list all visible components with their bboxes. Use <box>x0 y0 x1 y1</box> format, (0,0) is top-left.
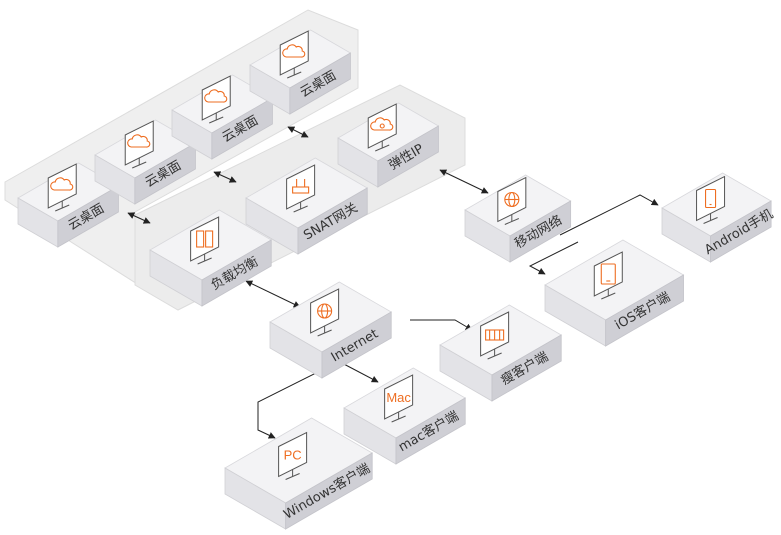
node-android: Android手机 <box>661 172 776 263</box>
lb-right-face <box>201 239 272 307</box>
link-internet-mac <box>339 361 379 383</box>
mobile-monitor <box>497 176 527 225</box>
link-internet-windows <box>257 347 367 439</box>
node-thin: 瘦客户端 <box>439 304 563 402</box>
ios-monitor <box>593 251 623 300</box>
eip-monitor <box>367 103 397 152</box>
desk1-monitor <box>47 163 77 212</box>
mac-monitor: Mac <box>384 374 414 423</box>
phone-icon <box>705 188 717 209</box>
snat-monitor <box>286 164 316 213</box>
windows-monitor: PC <box>278 431 308 480</box>
node-ios: iOS客户端 <box>544 239 685 347</box>
lb-monitor <box>190 216 220 265</box>
mac-icon: Mac <box>386 390 411 405</box>
globe-icon <box>317 303 333 319</box>
link-desk3-snat <box>213 171 237 183</box>
globe-icon <box>504 191 520 208</box>
node-eip: 弹性IP <box>337 102 440 188</box>
pc-icon: PC <box>284 448 302 463</box>
node-internet: Internet <box>269 281 393 379</box>
connections <box>127 126 659 439</box>
link-desk4-eip <box>287 126 309 138</box>
link-lb-internet <box>245 280 301 308</box>
internet-monitor <box>310 288 340 337</box>
desk4-right-face <box>289 52 351 115</box>
ios-right-face <box>605 274 684 347</box>
mac-right-face <box>395 397 466 465</box>
desk4-monitor <box>279 30 309 79</box>
ip-icon <box>370 117 394 131</box>
link-mobile-ios <box>528 241 579 275</box>
windows-right-face <box>285 452 373 530</box>
cloud-icon <box>204 89 228 103</box>
link-eip-mobile <box>439 169 489 194</box>
link-desk-lb <box>127 212 151 224</box>
link-internet-thin <box>410 319 473 331</box>
cloud-icon <box>127 134 151 148</box>
android-right-face <box>710 200 772 263</box>
eip-right-face <box>377 125 439 188</box>
node-mobile: 移动网络 <box>464 174 572 263</box>
cloud-icon <box>50 177 74 191</box>
desk3-monitor <box>201 75 231 124</box>
tablet-icon <box>600 263 616 285</box>
node-lb: 负载均衡 <box>149 209 273 307</box>
android-monitor <box>696 175 726 224</box>
snat-right-face <box>297 187 368 255</box>
balancer-icon <box>196 230 214 248</box>
mobile-right-face <box>509 200 572 263</box>
cloud-icon <box>282 44 306 58</box>
thin-monitor <box>480 311 510 360</box>
desk2-monitor <box>124 120 154 169</box>
internet-right-face <box>321 311 392 379</box>
node-desk3: 云桌面 <box>171 74 274 160</box>
link-mobile-android <box>559 194 659 236</box>
router-icon <box>292 179 310 194</box>
node-desk1: 云桌面 <box>17 162 120 248</box>
node-desk2: 云桌面 <box>94 119 197 205</box>
desk1-right-face <box>57 185 119 248</box>
windows-screen-text: PC <box>284 448 302 463</box>
desk3-right-face <box>211 97 273 160</box>
desk2-right-face <box>134 142 196 205</box>
thin-client-icon <box>485 329 505 341</box>
thin-right-face <box>491 334 562 402</box>
mac-screen-text: Mac <box>386 390 411 405</box>
